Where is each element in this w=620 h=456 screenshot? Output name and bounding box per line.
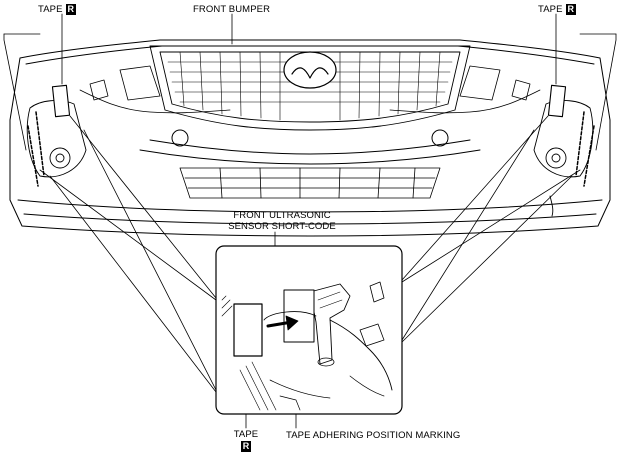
side-brackets <box>79 65 541 114</box>
tape-badge-left: R <box>65 4 77 15</box>
left-tape-piece <box>51 84 71 118</box>
right-tape-piece <box>547 84 567 118</box>
tape-label-bottom-text: TAPE <box>233 429 259 440</box>
tape-label-right-text: TAPE <box>538 4 563 16</box>
leader-lines <box>3 13 617 429</box>
front-grille <box>149 45 471 131</box>
bumper-outline <box>9 39 611 237</box>
sensor-short-code-label: FRONT ULTRASONIC SENSOR SHORT-CODE <box>226 210 338 232</box>
left-sensor-area <box>26 100 87 187</box>
sensor-label-line2: SENSOR SHORT-CODE <box>228 221 336 232</box>
right-sensor-area <box>533 100 595 217</box>
tape-badge-right: R <box>565 4 577 15</box>
tape-adhering-position-label: TAPE ADHERING POSITION MARKING <box>286 430 461 441</box>
detail-inset <box>215 245 403 415</box>
front-bumper-label: FRONT BUMPER <box>193 4 271 15</box>
tape-label-left-text: TAPE <box>38 4 63 16</box>
lower-grille <box>179 167 441 199</box>
tape-badge-bottom: R <box>240 441 252 452</box>
sensor-label-line1: FRONT ULTRASONIC <box>233 210 331 221</box>
tape-label-bottom: TAPE R <box>231 429 261 452</box>
